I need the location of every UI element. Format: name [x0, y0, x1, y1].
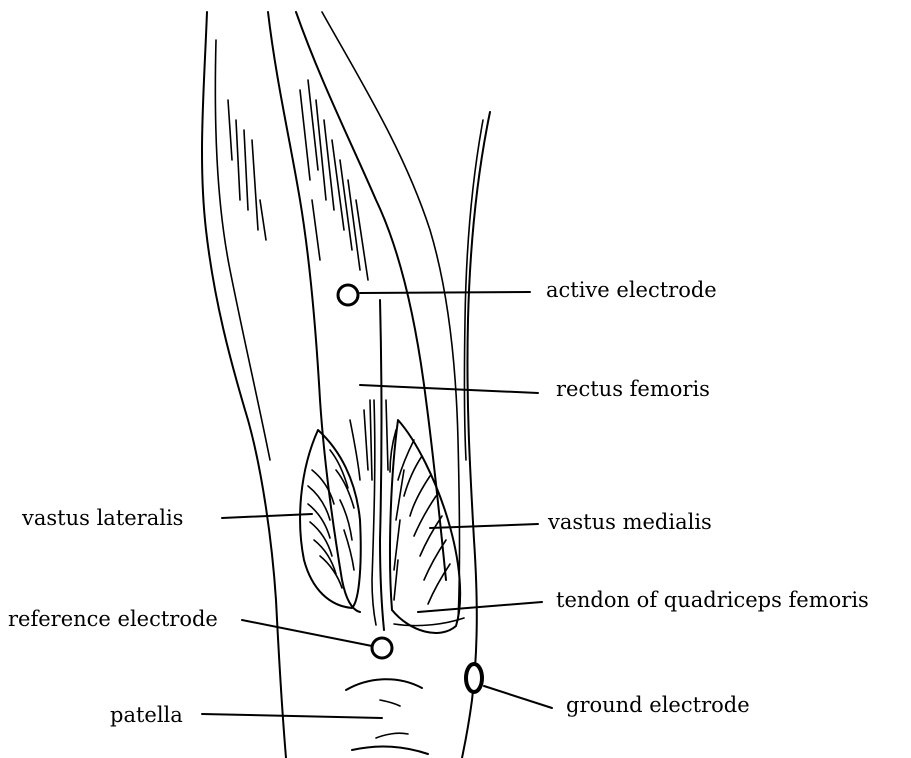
- thigh-outer-contour-right: [462, 112, 490, 758]
- leader-ground-electrode: [484, 686, 552, 708]
- leader-rectus-femoris: [360, 385, 538, 393]
- patella-mark-2: [376, 733, 408, 738]
- ground-electrode-icon: [466, 664, 482, 692]
- central-septum-2: [372, 400, 376, 625]
- label-patella: patella: [110, 705, 183, 726]
- leader-tendon: [418, 602, 542, 612]
- label-tendon-of-quadriceps-femoris: tendon of quadriceps femoris: [556, 590, 869, 611]
- leader-active-electrode: [360, 292, 530, 293]
- leader-vastus-medialis: [430, 524, 538, 528]
- label-reference-electrode: reference electrode: [8, 609, 218, 630]
- central-septum: [380, 300, 384, 630]
- vastus-medialis-fibers: [386, 400, 450, 604]
- reference-electrode-icon: [372, 638, 392, 658]
- rectus-femoris-outline: [268, 12, 360, 612]
- rectus-fiber-hatching: [228, 80, 368, 280]
- label-vastus-medialis: vastus medialis: [548, 512, 712, 533]
- leader-reference-electrode: [242, 620, 372, 646]
- label-vastus-lateralis: vastus lateralis: [22, 508, 183, 529]
- label-active-electrode: active electrode: [546, 280, 717, 301]
- label-ground-electrode: ground electrode: [566, 695, 750, 716]
- patella-bottom-curve: [352, 747, 428, 754]
- patella-mark-1: [380, 700, 400, 706]
- leader-patella: [202, 714, 382, 718]
- thigh-outer-contour-left-inner: [215, 40, 270, 460]
- vastus-lateralis-fibers: [308, 400, 372, 588]
- thigh-outer-contour-left: [202, 12, 286, 758]
- label-rectus-femoris: rectus femoris: [556, 379, 710, 400]
- active-electrode-icon: [338, 285, 358, 305]
- rectus-femoris-outline-right: [296, 12, 446, 580]
- patella-top-curve: [346, 679, 422, 690]
